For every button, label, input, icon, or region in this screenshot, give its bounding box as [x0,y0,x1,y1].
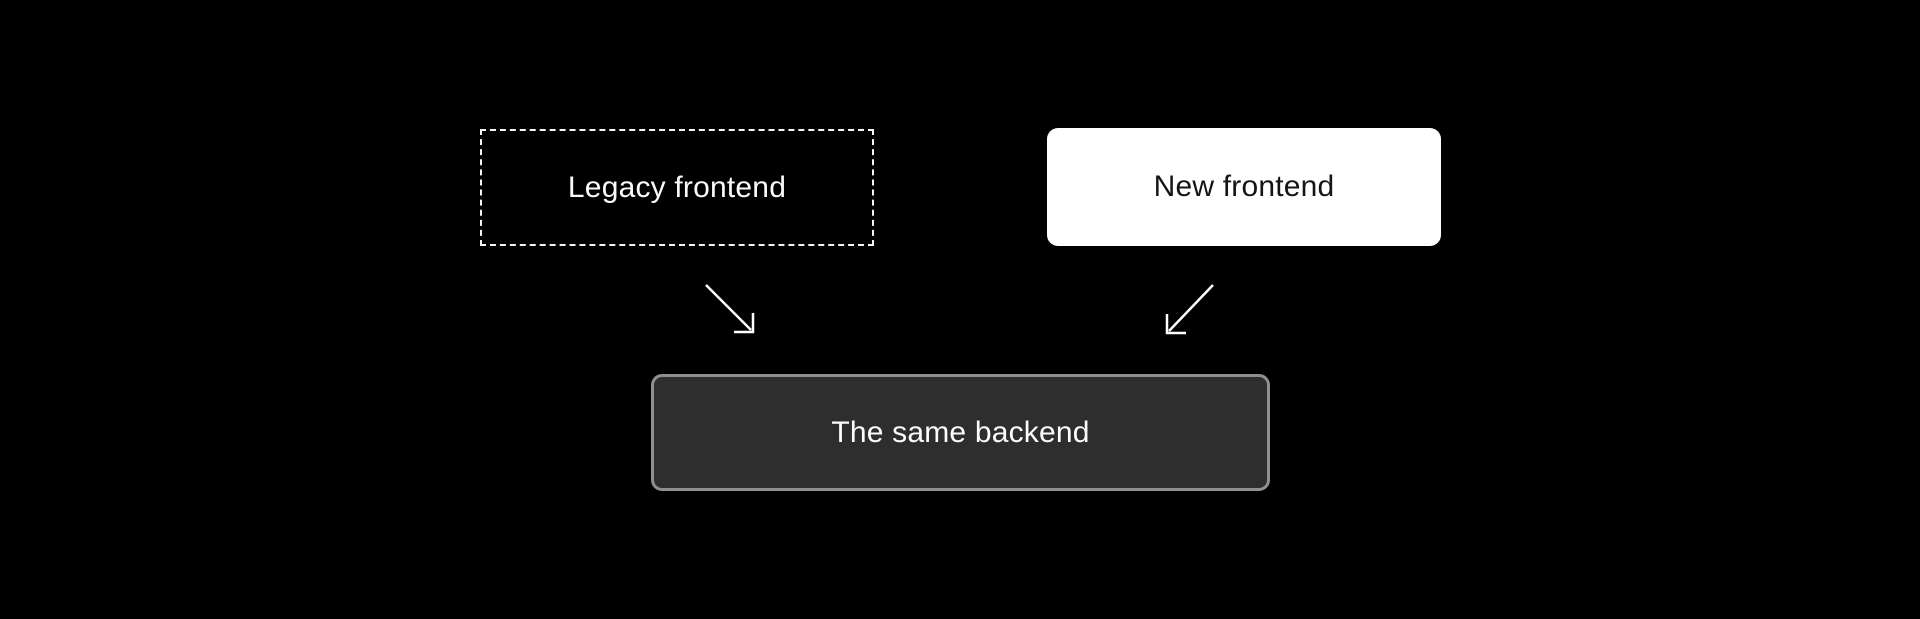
arrow-legacy-to-backend [705,284,755,334]
node-legacy-frontend-label: Legacy frontend [567,170,787,204]
node-same-backend: The same backend [651,374,1270,491]
arrow-new-to-backend [1165,284,1214,335]
node-new-frontend: New frontend [1047,128,1441,246]
node-legacy-frontend: Legacy frontend [480,129,874,246]
node-same-backend-label: The same backend [831,415,1090,449]
node-new-frontend-label: New frontend [1153,170,1335,203]
